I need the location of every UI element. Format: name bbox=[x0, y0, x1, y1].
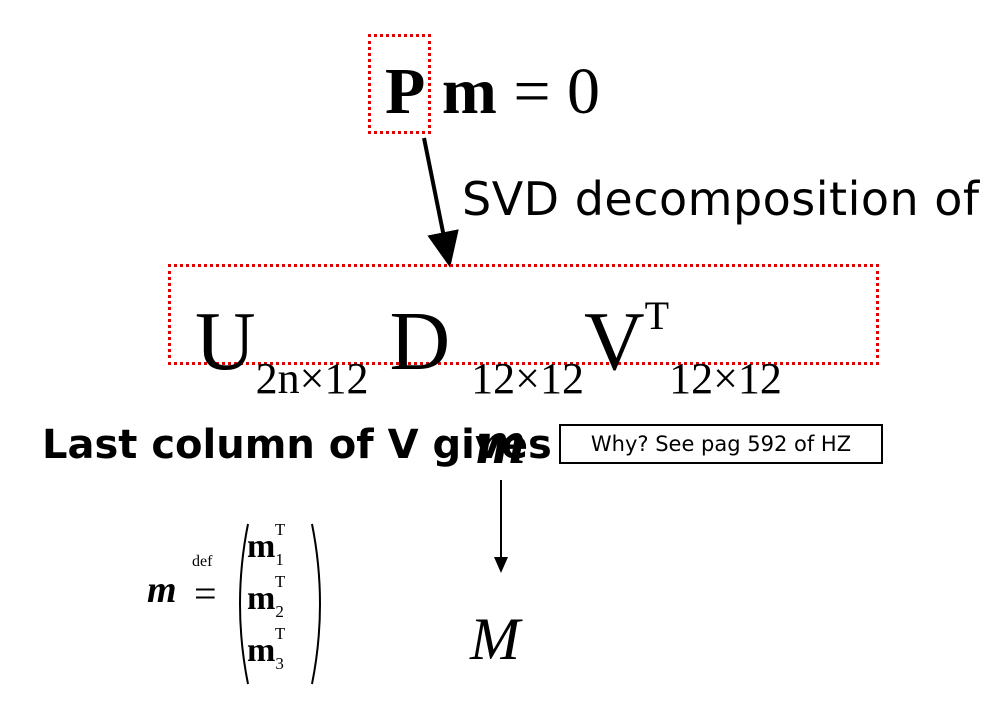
d-subscript: 12×12 bbox=[471, 354, 584, 403]
svd-highlight-box bbox=[168, 264, 879, 365]
matrix-row-1: m1T bbox=[247, 520, 286, 569]
svd-label: SVD decomposition of P bbox=[462, 172, 994, 226]
svd-arrow bbox=[422, 137, 459, 268]
v-subscript: 12×12 bbox=[669, 354, 782, 403]
v-symbol: V bbox=[584, 295, 645, 388]
u-symbol: U bbox=[195, 295, 256, 388]
left-paren bbox=[239, 523, 249, 685]
m-result-symbol: m bbox=[476, 406, 526, 477]
u-subscript: 2n×12 bbox=[255, 354, 369, 403]
def-label: def bbox=[192, 553, 213, 570]
p-highlight-box bbox=[368, 34, 431, 134]
definition-lhs: m bbox=[147, 569, 177, 611]
matrix-row-3: m3T bbox=[247, 624, 286, 673]
p-matrix-symbol: P bbox=[385, 55, 426, 128]
M-matrix-symbol: M bbox=[470, 606, 520, 672]
last-column-text: Last column of V gives bbox=[42, 422, 552, 468]
v-superscript: T bbox=[644, 293, 670, 338]
matrix-parentheses bbox=[239, 523, 321, 685]
svd-expression: U2n×12 D 12×12VT12×12 bbox=[195, 268, 782, 403]
equation-pm-zero: P m = 0 bbox=[385, 42, 600, 142]
def-equals: = bbox=[194, 571, 217, 616]
equals-zero: = 0 bbox=[513, 55, 601, 128]
matrix-row-2: m2T bbox=[247, 572, 286, 621]
m-vector-symbol: m bbox=[441, 55, 497, 128]
note-box: Why? See pag 592 of HZ bbox=[559, 424, 883, 464]
d-symbol: D bbox=[389, 295, 451, 388]
right-paren bbox=[311, 523, 321, 685]
